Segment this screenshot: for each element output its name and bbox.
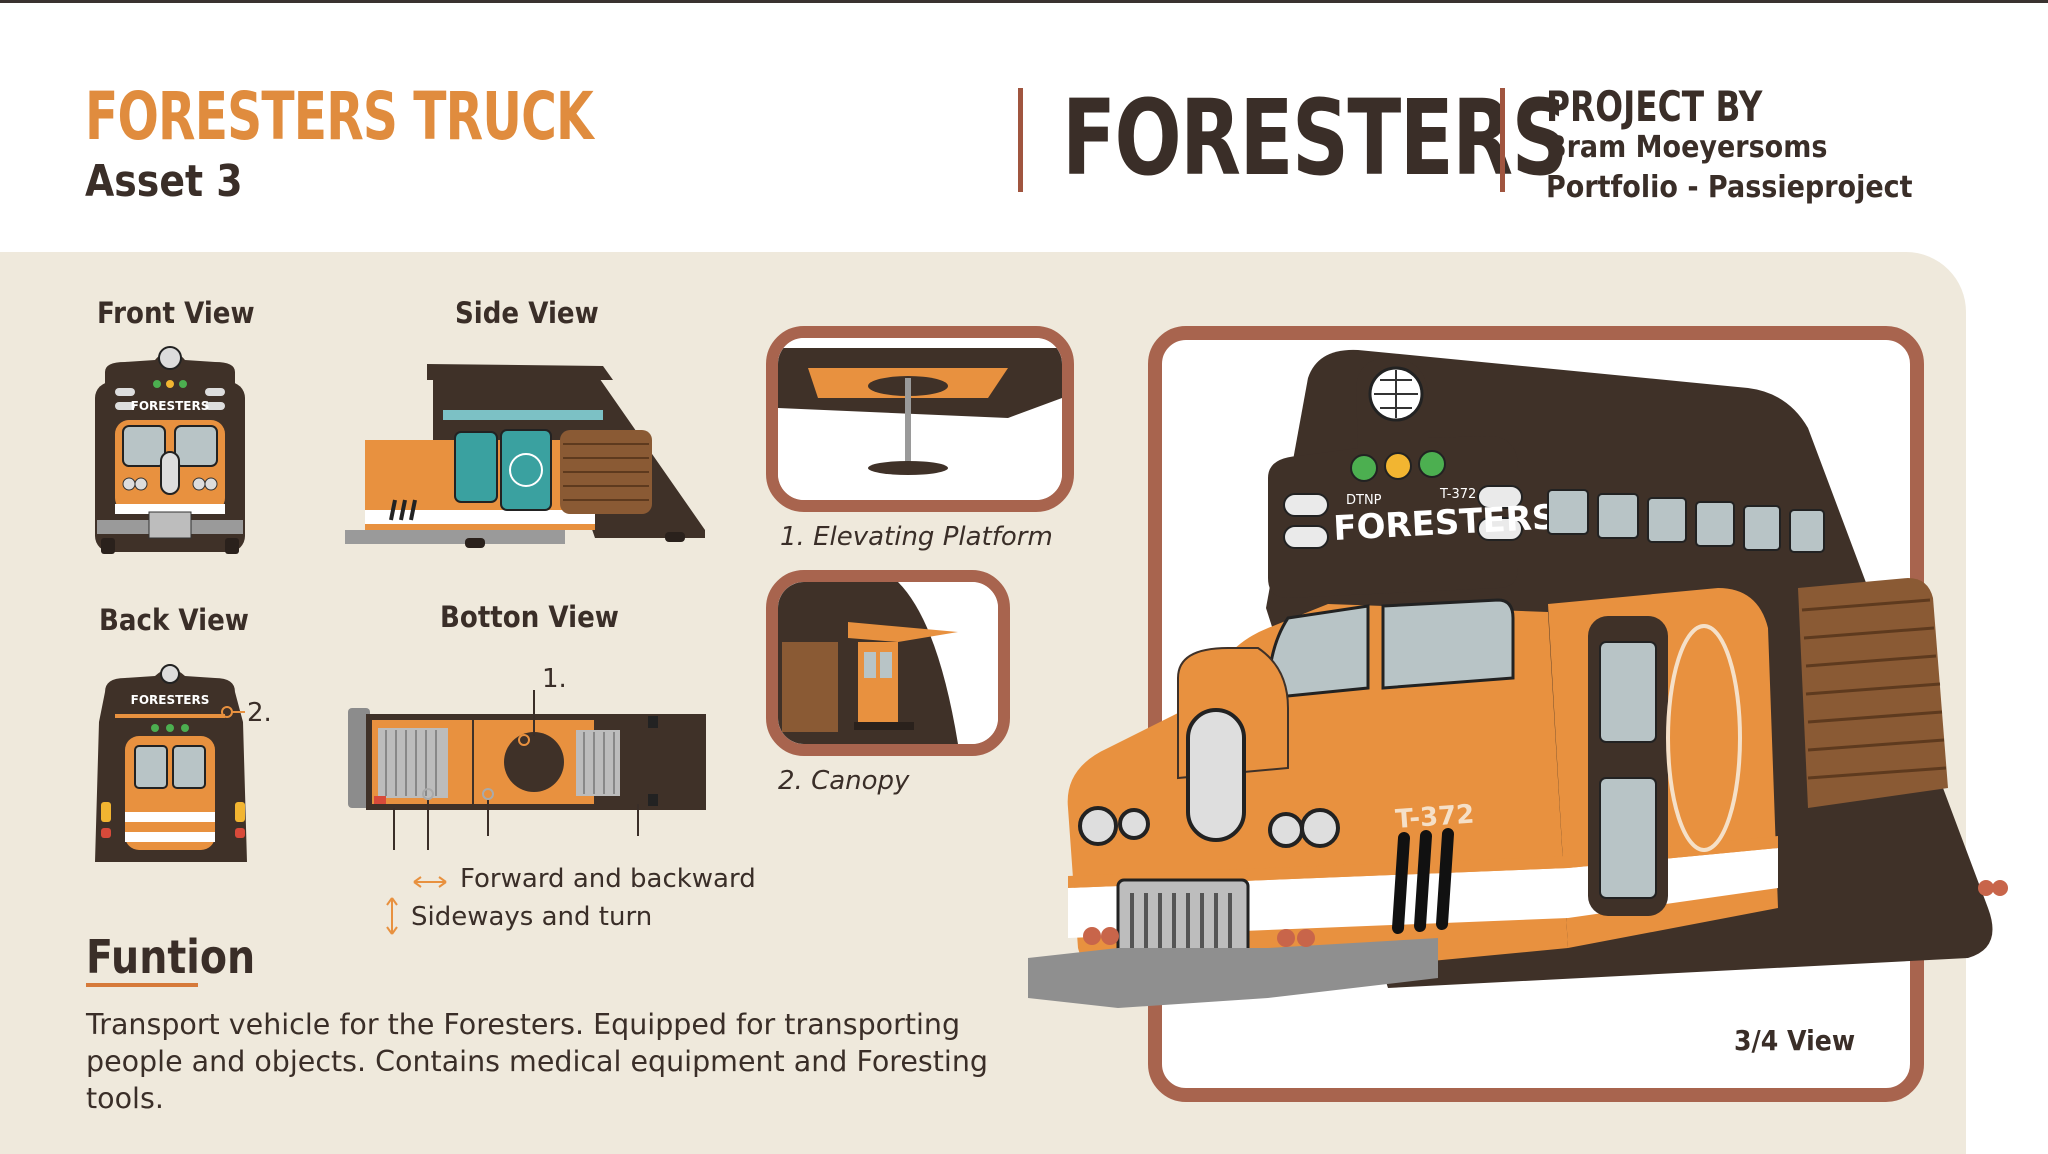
top-rule (0, 0, 2048, 3)
truck-tag-left: DTNP (1346, 493, 1382, 508)
front-view-illustration: FORESTERS (95, 346, 245, 554)
side-view-illustration (345, 364, 705, 548)
function-heading: Funtion (86, 930, 256, 984)
truck-tag-right: T-372 (1439, 487, 1476, 502)
bottom-view-illustration (348, 690, 706, 850)
platform-marker: 1. (542, 664, 567, 694)
front-logo-text: FORESTERS (131, 399, 210, 413)
page-title: FORESTERS TRUCK (85, 78, 594, 155)
back-view-illustration: FORESTERS (95, 664, 247, 862)
back-view-label: Back View (99, 603, 249, 637)
header-divider-left (1018, 88, 1023, 192)
portfolio-label: Portfolio - Passieproject (1546, 170, 1913, 205)
side-view-label: Side View (455, 296, 599, 330)
canopy-frame (766, 570, 1010, 756)
elevating-platform-caption: 1. Elevating Platform (780, 522, 1053, 552)
truck-number: T-372 (1394, 800, 1475, 835)
brand-title: FORESTERS (1062, 77, 1569, 199)
front-view-label: Front View (97, 296, 255, 330)
project-by-label: PROJECT BY (1546, 82, 1763, 131)
back-logo-text: FORESTERS (131, 693, 210, 707)
canopy-illustration (778, 582, 998, 744)
elevating-platform-frame (766, 326, 1074, 512)
sideways-turn-label: Sideways and turn (411, 902, 653, 932)
vertical-arrow-icon (386, 897, 398, 935)
author-name: Bram Moeyersoms (1546, 130, 1828, 165)
header-divider-right (1500, 88, 1505, 192)
horizontal-arrow-icon (413, 876, 447, 888)
canopy-caption: 2. Canopy (778, 766, 910, 796)
bottom-view-label: Botton View (440, 600, 619, 634)
three-quarter-view-illustration: DTNP T-372 FORESTERS T-372 (1028, 349, 2008, 1008)
asset-subtitle: Asset 3 (85, 156, 243, 207)
function-underline (86, 983, 198, 987)
function-description: Transport vehicle for the Foresters. Equ… (86, 1008, 988, 1115)
forward-backward-label: Forward and backward (460, 864, 756, 894)
three-quarter-view-label: 3/4 View (1734, 1024, 1856, 1057)
canopy-marker: 2. (247, 698, 272, 728)
elevating-platform-illustration (778, 338, 1062, 500)
